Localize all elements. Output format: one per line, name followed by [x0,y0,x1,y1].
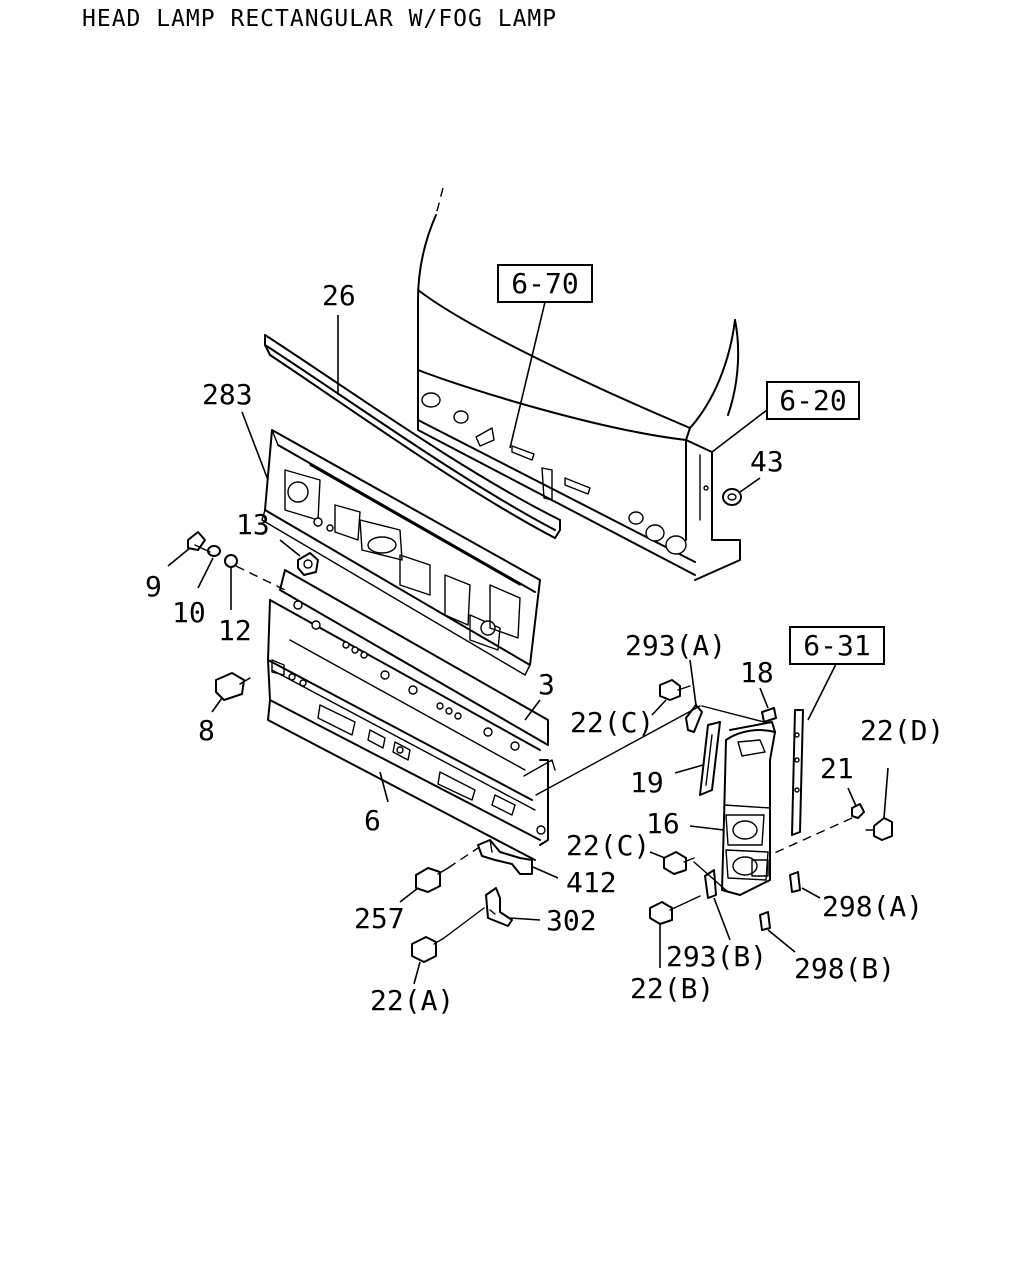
label-22c-top: 22(C) [570,706,654,739]
part-412-bracket [477,839,533,875]
part-22a-bolt [411,936,445,963]
leader-257 [399,887,419,903]
label-16: 16 [646,807,680,840]
svg-text:6-70: 6-70 [511,267,578,300]
leader-3 [524,699,541,721]
label-298b: 298(B) [794,952,895,985]
leader-283 [241,411,269,481]
leader-6-31 [807,663,837,721]
part-12-washer [224,554,238,568]
page-title: HEAD LAMP RECTANGULAR W/FOG LAMP [82,6,558,32]
leader-22c-mid [649,851,666,859]
leader-22d [883,767,889,819]
part-293a-clip [685,704,703,733]
part-3-panel [267,569,549,801]
label-22d: 22(D) [860,714,944,747]
label-283: 283 [202,378,253,411]
ref-box-6-20: 6-20 [766,381,860,420]
label-21: 21 [820,752,854,785]
leader-6-70 [509,301,546,449]
leader-22a [413,961,421,985]
label-13: 13 [236,508,270,541]
label-293a: 293(A) [625,629,726,662]
leader-6-20 [711,409,768,453]
svg-text:6-20: 6-20 [779,384,846,417]
part-9-clip [187,531,211,553]
label-412: 412 [566,866,617,899]
part-298a-screw [789,871,801,893]
part-257-bolt [415,867,449,893]
label-43: 43 [750,445,784,478]
leader-18 [759,687,769,709]
label-22c-mid: 22(C) [566,829,650,862]
label-22a: 22(A) [370,984,454,1017]
leader-8 [211,697,223,713]
part-18-clip [761,707,777,723]
part-6-panel [267,659,556,861]
ref-box-6-70: 6-70 [497,264,593,303]
label-18: 18 [740,656,774,689]
leader-302 [509,917,541,921]
label-9: 9 [145,570,162,603]
part-22c-top-bolt [659,679,691,701]
label-12: 12 [218,614,252,647]
part-298b-screw [759,911,771,931]
part-283-panel [261,429,541,676]
label-3: 3 [538,668,555,701]
part-22d-bolt [865,817,893,841]
part-22b-bolt [649,895,701,925]
part-302-bracket [485,887,513,927]
leader-298b [767,929,796,953]
leader-10 [197,557,214,589]
part-10-washer [207,545,221,557]
alignment-line-22a [443,907,485,939]
part-21-nut [851,803,865,819]
part-8-bolt [215,672,251,701]
label-10: 10 [172,596,206,629]
alignment-line-18 [701,705,765,723]
part-22c-mid-bolt [663,851,695,875]
alignment-line-12 [235,565,286,591]
alignment-line-21 [769,817,853,856]
leader-22c-top [651,699,667,716]
label-22b: 22(B) [630,972,714,1005]
part-13-nut [297,552,319,576]
leader-19 [674,764,704,774]
leader-298a [801,887,821,899]
alignment-line-3 [535,705,701,796]
label-6: 6 [364,804,381,837]
ref-box-6-31: 6-31 [789,626,885,665]
part-19-strip [699,721,721,796]
label-298a: 298(A) [822,890,923,923]
leader-6 [379,771,389,803]
label-19: 19 [630,766,664,799]
part-43-grommet [722,488,742,506]
cab-body [417,187,741,581]
label-8: 8 [198,714,215,747]
label-26: 26 [322,279,356,312]
leader-293b [713,897,731,941]
leader-21 [847,787,857,807]
leader-9 [167,547,191,567]
leader-13 [279,539,301,557]
leader-43 [739,477,761,493]
part-6-31-bracket [791,709,804,836]
part-26-strip [264,334,561,539]
part-293b-clip [704,869,717,899]
label-257: 257 [354,902,405,935]
leader-16 [689,825,725,831]
svg-text:6-31: 6-31 [803,629,870,662]
label-293b: 293(B) [666,940,767,973]
alignment-line-22c [693,861,729,893]
part-16-housing [721,721,776,896]
leader-412 [532,866,559,879]
alignment-line-257 [447,847,479,869]
leader-293a [689,659,697,706]
label-302: 302 [546,904,597,937]
